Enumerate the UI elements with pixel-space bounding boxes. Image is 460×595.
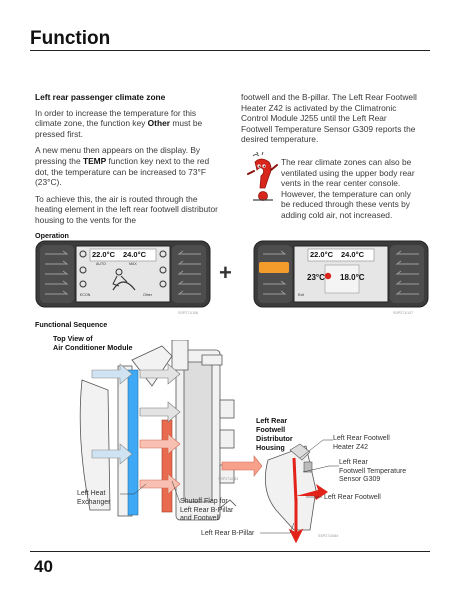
label-line: Left Heat xyxy=(77,490,106,497)
label-line: Shutoff Flap for xyxy=(180,498,228,505)
sequence-heading: Functional Sequence xyxy=(35,320,108,329)
label-line: Left Rear Footwell xyxy=(333,435,390,442)
paragraph: A new menu then appears on the display. … xyxy=(35,145,220,187)
bpillar-label: Left Rear B-Pillar xyxy=(201,530,255,537)
info-note: The rear climate zones can also be venti… xyxy=(281,157,415,220)
section-heading: Left rear passenger climate zone xyxy=(35,92,166,102)
display-temp-left: 22.0°C xyxy=(92,250,116,259)
figure-code: SSP271/107 xyxy=(393,311,414,315)
label-line: Air Conditioner Module xyxy=(53,343,133,352)
text: In order to increase the temperature for… xyxy=(35,107,197,129)
sensor-label: Left Rear Footwell Temperature Sensor G3… xyxy=(339,459,406,485)
label-line: Top View of xyxy=(53,334,93,343)
climate-panel-temp-menu xyxy=(253,240,429,308)
label-line: Footwell Temperature xyxy=(339,467,407,475)
footwell-label: Left Rear Footwell xyxy=(324,494,381,501)
label-line: Left Rear xyxy=(339,459,368,466)
menu-temp-rear-left: 23°C xyxy=(307,273,325,282)
label-line: Distributor xyxy=(256,434,293,443)
label-line: Left Rear xyxy=(256,416,288,425)
left-text-column: Left rear passenger climate zone In orde… xyxy=(35,92,220,232)
title-rule xyxy=(30,50,430,51)
menu-temp-right: 24.0°C xyxy=(341,250,365,259)
page-number: 40 xyxy=(34,557,53,576)
menu-temp-rear-right: 18.0°C xyxy=(340,273,365,282)
right-text-column: footwell and the B-pillar. The Left Rear… xyxy=(241,92,419,151)
exchanger-label: Left Heat Exchanger xyxy=(77,490,110,507)
climate-panel-main xyxy=(35,240,211,308)
figure-code: SSP271/106 xyxy=(178,311,199,315)
top-view-label: Top View of Air Conditioner Module xyxy=(53,334,132,352)
menu-temp-left: 22.0°C xyxy=(310,250,334,259)
page-title: Function xyxy=(30,28,111,49)
distributor-label: Left Rear Footwell Distributor Housing xyxy=(256,416,293,452)
display-temp-right: 24.0°C xyxy=(123,250,147,259)
heater-label: Left Rear Footwell Heater Z42 xyxy=(333,435,390,452)
other-key-label: Other xyxy=(143,293,152,297)
label-line: Footwell xyxy=(256,425,286,434)
exit-label: Exit xyxy=(298,293,304,297)
ac-module-diagram xyxy=(79,340,262,521)
label-line: Left Rear B-Pillar xyxy=(180,506,234,514)
shutoff-flap-label: Shutoff Flap for Left Rear B-Pillar and … xyxy=(180,498,233,524)
label-line: Heater Z42 xyxy=(333,443,369,451)
text: A new menu then appears on the display. … xyxy=(35,145,201,166)
paragraph: In order to increase the temperature for… xyxy=(35,108,220,140)
plus-sign: + xyxy=(219,260,232,285)
key-temp: TEMP xyxy=(82,155,107,166)
text: must be pressed first. xyxy=(35,118,203,139)
figure-code: SSP271/084 xyxy=(318,534,339,538)
max-label: MAX xyxy=(129,262,137,266)
label-line: Housing xyxy=(256,443,285,452)
label-line: Sensor G309 xyxy=(339,476,381,484)
key-other: Other xyxy=(147,118,171,129)
paragraph: To achieve this, the air is routed throu… xyxy=(35,193,218,225)
figure-code: SSP271/083 xyxy=(218,477,239,481)
warning-figure-icon xyxy=(247,152,278,201)
label-line: Exchanger xyxy=(77,498,111,506)
paragraph: footwell and the B-pillar. The Left Rear… xyxy=(241,92,417,145)
text: function key next to the red dot, the te… xyxy=(35,155,210,188)
operation-heading: Operation xyxy=(35,231,69,240)
label-line: and Footwell xyxy=(180,515,220,523)
econ-label: ECON xyxy=(80,293,91,297)
distributor-housing-diagram xyxy=(264,443,328,544)
auto-label: AUTO xyxy=(96,262,106,266)
bottom-rule xyxy=(30,551,430,552)
